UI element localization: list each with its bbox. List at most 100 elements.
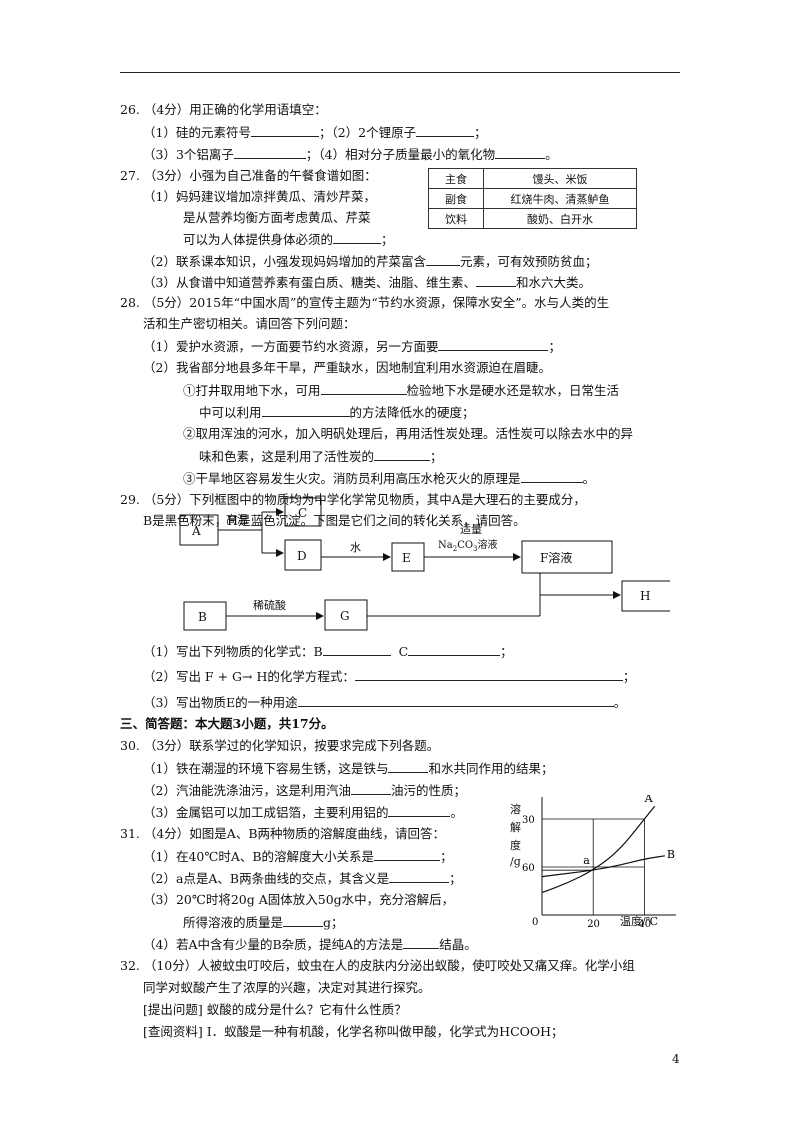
q27-l1: （1）妈妈建议增加凉拌黄瓜、清炒芹菜， [143,189,376,204]
table-row: 副食红烧牛肉、清蒸鲈鱼 [428,188,637,209]
answer-blank[interactable] [354,668,623,681]
menu-value: 馒头、米饭 [483,168,637,189]
answer-blank[interactable] [388,804,451,817]
label-H: H [640,589,650,603]
q29-l3: （3）写出物质E的一种用途。 [143,694,627,710]
menu-value: 红烧牛肉、清蒸鲈鱼 [483,188,637,209]
q27-l5: （3）从食谱中知道营养素有蛋白质、糖类、油脂、维生素、和水六大类。 [143,274,591,290]
answer-blank[interactable] [389,870,450,883]
label-C: C [298,506,307,520]
q28-l7: ③干旱地区容易发生火灾。消防员利用高压水枪灭火的原理是。 [183,470,596,486]
q32-t3: [提出问题] 蚁酸的成分是什么？它有什么性质？ [143,1002,407,1017]
label-F: F溶液 [540,550,572,565]
x-tick-label: 40 [638,919,651,930]
q31-title: 31. （4分）如图是A、B两种物质的溶解度曲线，请回答： [120,826,446,841]
y-tick-label: 30 [522,815,535,826]
condition-high-temp: 高温 [226,512,248,526]
box-H [621,580,670,612]
x-tick-label: 20 [587,919,600,930]
menu-key: 副食 [428,188,484,209]
y-tick-label: 60 [522,863,535,874]
page-number: 4 [672,1052,680,1066]
q30-l3: （3）金属铝可以加工成铝箔，主要利用铝的。 [143,804,463,820]
answer-blank[interactable] [374,848,441,861]
reagent-amount: 适量 [460,523,482,536]
q32-title: 32. （10分）人被蚊虫叮咬后，蚊虫在人的皮肤内分泌出蚁酸，使叮咬处又痛又痒。… [120,958,635,973]
q26-title: 26. （4分）用正确的化学用语填空： [120,102,327,117]
header-rule [120,72,680,73]
label-B: B [198,610,207,624]
box-C [284,497,322,527]
answer-blank[interactable] [416,124,475,137]
answer-blank[interactable] [495,146,546,159]
q30-l2: （2）汽油能洗涤油污，这是利用汽油油污的性质； [143,782,466,798]
q28-l2: （2）我省部分地县多年干旱，严重缺水，因地制宜利用水资源迫在眉睫。 [143,360,551,375]
series-B-line [541,855,665,878]
q32-t2: 同学对蚁酸产生了浓厚的兴趣，决定对其进行探究。 [143,980,431,995]
menu-value: 酸奶、白开水 [483,208,637,229]
answer-blank[interactable] [283,914,324,927]
label-D: D [297,549,307,563]
q31-l3: （3）20℃时将20g A固体放入50g水中，充分溶解后， [143,892,455,907]
answer-blank[interactable] [261,404,350,417]
q31-l2: （2）a点是A、B两条曲线的交点，其含义是； [143,870,462,886]
q26-line2: （3）3个铝离子；（4）相对分子质量最小的氧化物。 [143,146,558,162]
answer-blank[interactable] [403,936,440,949]
q29-l1: （1）写出下列物质的化学式：B C； [143,643,513,659]
intersection-label: a [583,854,590,867]
table-row: 饮料酸奶、白开水 [428,208,637,229]
answer-blank[interactable] [233,146,306,159]
answer-blank[interactable] [320,382,407,395]
label-A: A [191,524,201,538]
answer-blank[interactable] [322,643,391,656]
q27-title: 27. （3分）小强为自己准备的午餐食谱如图： [120,168,377,183]
conversion-diagram: A C D E F溶液 H B G 高温 水 适量 Na2CO3溶液 稀硫酸 [179,497,670,631]
answer-blank[interactable] [425,253,460,266]
y-axis-label-char: /g [510,855,521,868]
menu-key: 主食 [428,168,484,189]
q30-title: 30. （3分）联系学过的化学知识，按要求完成下列各题。 [120,738,440,753]
q28-title: 28. （5分）2015年“中国水周”的宣传主题为“节约水资源，保障水安全”。水… [120,295,610,310]
q27-l4: （2）联系课本知识，小强发现妈妈增加的芹菜富含元素，可有效预防贫血； [143,253,598,269]
origin-label: 0 [532,917,538,928]
q30-l1: （1）铁在潮湿的环境下容易生锈，这是铁与和水共同作用的结果； [143,760,554,776]
q28-l6: 味和色素，这是利用了活性炭的； [199,448,443,464]
series-B-label: B [667,848,675,861]
answer-blank[interactable] [333,231,382,244]
answer-blank[interactable] [475,274,516,287]
reagent-na2co3: Na2CO3溶液 [438,538,498,553]
table-row: 主食馒头、米饭 [428,168,637,189]
q28-l1: （1）爱护水资源，一方面要节约水资源，另一方面要； [143,338,561,354]
q28-t2: 活和生产密切相关。请回答下列问题： [143,316,356,331]
label-E: E [402,551,411,565]
answer-blank[interactable] [438,338,549,351]
q29-title: 29. （5分）下列框图中的物质均为中学化学常见物质，其中A是大理石的主要成分， [120,492,586,507]
answer-blank[interactable] [350,782,391,795]
answer-blank[interactable] [388,760,429,773]
q32-t4: [查阅资料] I．蚁酸是一种有机酸，化学名称叫做甲酸，化学式为HCOOH； [143,1024,564,1039]
lunch-menu-table: 主食馒头、米饭 副食红烧牛肉、清蒸鲈鱼 饮料酸奶、白开水 [428,168,637,229]
box-G [324,599,368,631]
series-A-line [541,805,656,894]
reagent-water: 水 [350,541,361,554]
y-axis-label-char: 溶 [510,802,521,816]
answer-blank[interactable] [374,448,431,461]
answer-blank[interactable] [250,124,319,137]
q27-l2: 是从营养均衡方面考虑黄瓜、芹菜 [183,210,371,225]
q27-l3: 可以为人体提供身体必须的； [183,231,394,247]
series-A-label: A [644,795,654,805]
box-D [284,539,322,571]
section-3-heading: 三、简答题：本大题3小题，共17分。 [120,716,334,731]
answer-blank[interactable] [520,470,583,483]
label-G: G [340,609,350,623]
reagent-dilute-h2so4: 稀硫酸 [253,598,286,612]
answer-blank[interactable] [408,643,501,656]
q28-l3: ①打井取用地下水，可用检验地下水是硬水还是软水，日常生活 [183,382,620,398]
q29-t2: B是黑色粉末，H是蓝色沉淀。下图是它们之间的转化关系，请回答。 [143,513,526,528]
answer-blank[interactable] [297,694,614,707]
q28-l5: ②取用浑浊的河水，加入明矾处理后，再用活性炭处理。活性炭可以除去水中的异 [183,426,634,441]
q26-line1: （1）硅的元素符号；（2）2个锂原子； [143,124,487,140]
q28-l4: 中可以利用的方法降低水的硬度； [199,404,475,420]
